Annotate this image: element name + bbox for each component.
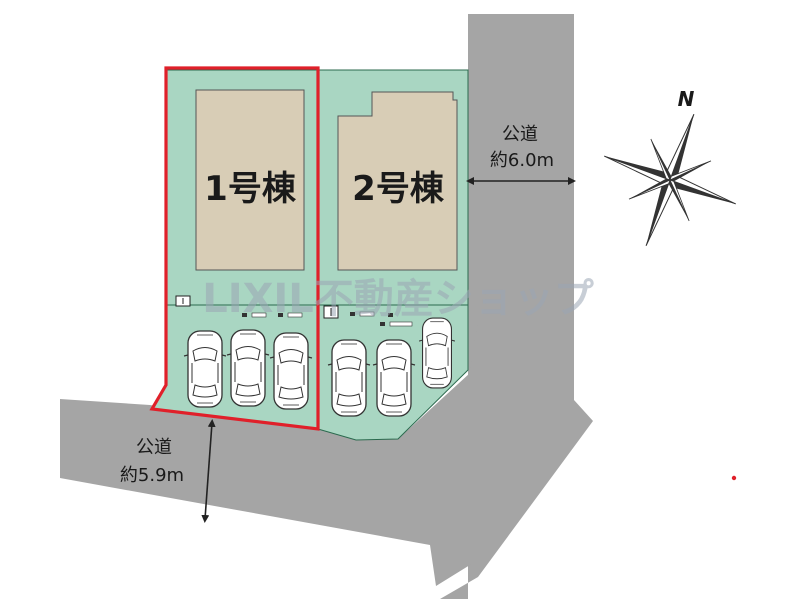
road-east <box>440 14 593 599</box>
road-east-width: 約6.0m <box>490 150 554 171</box>
building-2-label: 2号棟 <box>352 169 445 209</box>
parking-car <box>372 339 416 417</box>
entry-marker-1 <box>175 295 191 307</box>
parking-car <box>327 339 371 417</box>
building-1 <box>195 89 305 271</box>
road-east-label: 公道 <box>502 124 538 145</box>
road-south <box>60 320 478 586</box>
building-2 <box>337 91 458 271</box>
road-south-width: 約5.9m <box>120 465 184 486</box>
parking-car <box>183 330 227 408</box>
utility-markers <box>242 311 413 327</box>
parking-car <box>418 317 456 389</box>
parking-car <box>269 332 313 410</box>
entry-marker-2 <box>323 305 339 319</box>
road-south-label: 公道 <box>136 437 172 458</box>
road-south-dimension <box>201 419 216 523</box>
marker-dot <box>731 475 737 481</box>
building-1-label: 1号棟 <box>204 169 297 209</box>
compass-north-label: N <box>678 87 695 111</box>
parking-car <box>226 329 270 407</box>
lot-1-highlight <box>149 66 320 431</box>
compass-rose <box>604 114 736 246</box>
watermark: LIXIL不動産ショップ <box>202 276 594 322</box>
